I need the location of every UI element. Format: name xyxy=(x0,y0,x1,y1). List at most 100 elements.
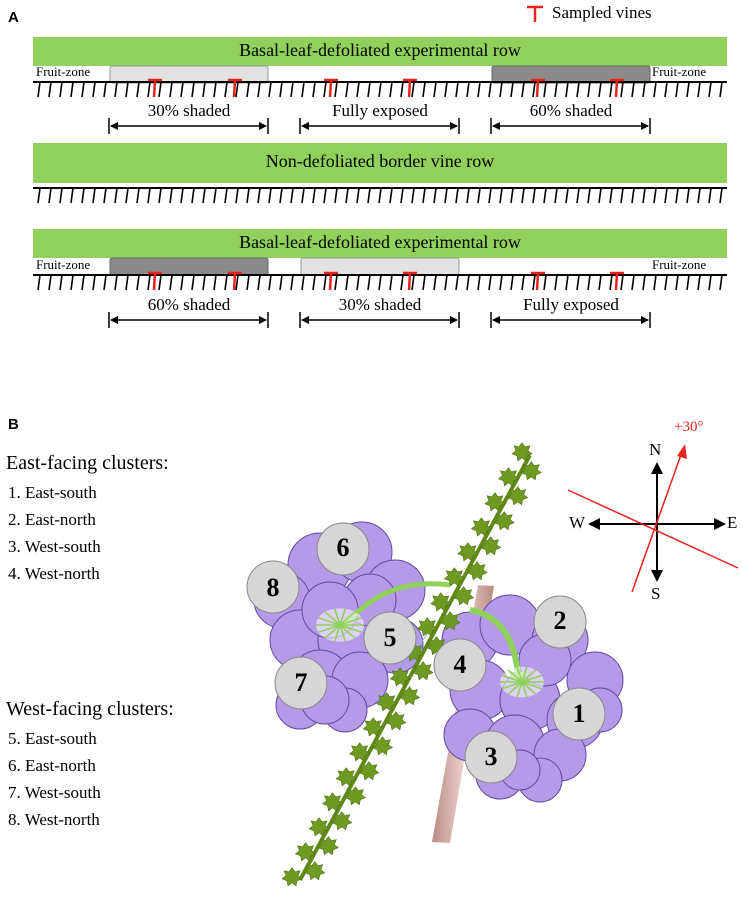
experimental-row-2 xyxy=(33,229,727,328)
vine-tick xyxy=(477,187,481,204)
vine-tick xyxy=(400,274,404,291)
compass-north-label: N xyxy=(649,440,662,459)
vine-tick xyxy=(675,81,679,98)
shoot-leaves xyxy=(281,442,542,887)
vine-tick xyxy=(466,81,470,98)
vine-tick xyxy=(653,81,657,98)
compass-west-label: W xyxy=(569,513,586,532)
panel-b-label: B xyxy=(8,416,19,433)
vine-tick xyxy=(136,81,140,98)
cluster-number-circle xyxy=(533,595,587,649)
vine-tick xyxy=(719,187,723,204)
cluster-number-circle xyxy=(433,638,487,692)
vine-tick xyxy=(70,187,74,204)
east-arrowhead xyxy=(714,518,726,530)
vine-tick xyxy=(631,81,635,98)
compass-south-label: S xyxy=(651,584,661,603)
vine-tick xyxy=(642,274,646,291)
vine-tick xyxy=(235,81,239,98)
vine-tick xyxy=(334,274,338,291)
vine-tick xyxy=(59,274,63,291)
sampled-vine-marker xyxy=(531,78,545,98)
vine-tick xyxy=(257,274,261,291)
vine-tick xyxy=(202,274,206,291)
vine-tick xyxy=(488,187,492,204)
east-facing-item-4: 4. West-north xyxy=(8,564,100,583)
vine-tick xyxy=(631,274,635,291)
east-facing-item-3: 3. West-south xyxy=(8,537,101,556)
vine-tick xyxy=(411,187,415,204)
border-row xyxy=(33,143,727,204)
vine-tick xyxy=(81,274,85,291)
vine-tick xyxy=(466,187,470,204)
vine-tick xyxy=(708,274,712,291)
vine-tick xyxy=(477,274,481,291)
vine-tick xyxy=(664,187,668,204)
sampled-vine-marker xyxy=(610,78,624,98)
vine-tick xyxy=(59,81,63,98)
vine-tick xyxy=(312,81,316,98)
vine-tick xyxy=(169,81,173,98)
vine-tick xyxy=(158,274,162,291)
vine-tick xyxy=(576,81,580,98)
vine-tick xyxy=(642,81,646,98)
west-facing-title: West-facing clusters: xyxy=(6,698,174,720)
vine-tick xyxy=(37,187,41,204)
west-facing-item-7: 7. West-south xyxy=(8,783,101,802)
vine-tick xyxy=(620,274,624,291)
row-1-treatment-2: Fully exposed xyxy=(332,101,428,120)
vine-tick xyxy=(147,187,151,204)
vine-tick xyxy=(301,274,305,291)
vine-tick xyxy=(378,274,382,291)
row-3-title: Basal-leaf-defoliated experimental row xyxy=(239,232,521,252)
vine-tick xyxy=(224,187,228,204)
vine-tick xyxy=(708,187,712,204)
vine-tick xyxy=(70,81,74,98)
vine-tick xyxy=(411,274,415,291)
cluster-number-3: 3 xyxy=(484,742,498,771)
vine-tick xyxy=(213,274,217,291)
south-arrowhead xyxy=(651,570,663,582)
cluster-number-5: 5 xyxy=(383,623,397,652)
vine-tick xyxy=(334,187,338,204)
vine-tick xyxy=(543,187,547,204)
vine-tick xyxy=(697,187,701,204)
treatment-span-arrow xyxy=(108,312,269,328)
vine-tick xyxy=(92,81,96,98)
vine-tick xyxy=(653,274,657,291)
vine-tick xyxy=(664,274,668,291)
vine-tick xyxy=(565,187,569,204)
west-facing-item-8: 8. West-north xyxy=(8,810,100,829)
row-1-shade-30 xyxy=(109,65,269,84)
vine-tick xyxy=(433,274,437,291)
vine-tick xyxy=(246,187,250,204)
vine-tick xyxy=(422,81,426,98)
west-arrowhead xyxy=(588,518,600,530)
row-1-fruit-zone-left: Fruit-zone xyxy=(36,64,91,79)
vine-tick xyxy=(48,274,52,291)
vine-tick xyxy=(686,187,690,204)
vine-tick xyxy=(543,81,547,98)
cluster-number-circle xyxy=(274,656,328,710)
vine-tick xyxy=(400,187,404,204)
north-arrowhead xyxy=(651,462,663,474)
vine-tick xyxy=(213,81,217,98)
vine-tick xyxy=(455,187,459,204)
vine-tick xyxy=(301,187,305,204)
vine-tick xyxy=(202,187,206,204)
cluster-number-circle xyxy=(464,730,518,784)
rotated-north-arrowhead xyxy=(677,444,687,459)
rachis-branches xyxy=(316,608,364,642)
vine-tick xyxy=(180,81,184,98)
vine-tick xyxy=(290,187,294,204)
vine-tick xyxy=(543,274,547,291)
vine-tick xyxy=(521,81,525,98)
vine-tick xyxy=(246,274,250,291)
vine-tick xyxy=(356,81,360,98)
vine-tick xyxy=(356,274,360,291)
vine-tick xyxy=(125,81,129,98)
compass-east-label: E xyxy=(727,513,738,532)
vine-tick xyxy=(532,187,536,204)
vine-tick xyxy=(433,187,437,204)
vine-tick xyxy=(235,187,239,204)
